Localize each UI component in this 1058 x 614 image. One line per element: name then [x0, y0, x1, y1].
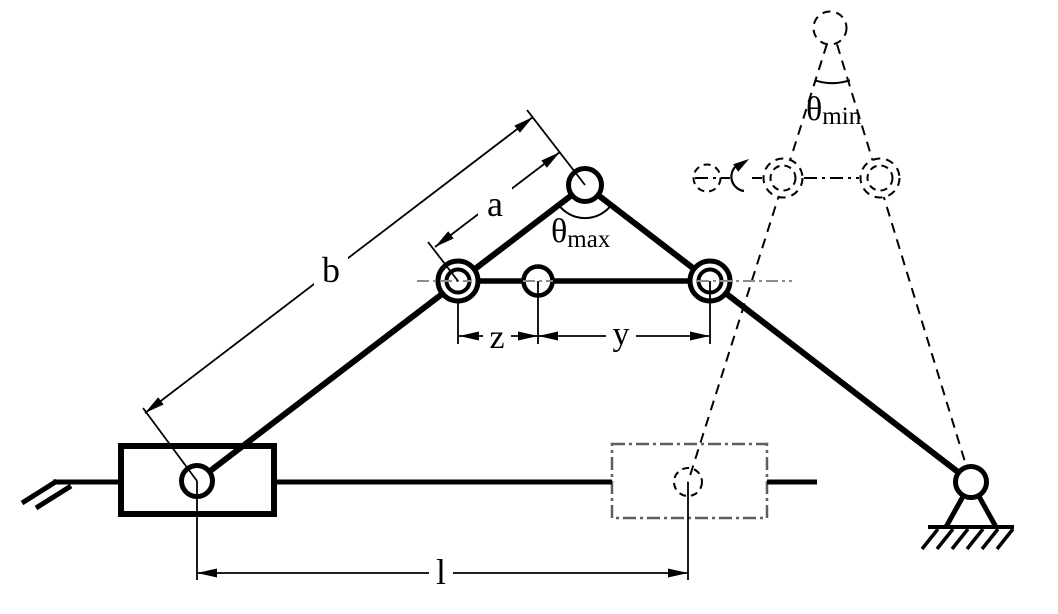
folded-configuration-links	[687, 43, 968, 483]
ghost-right-joint-inner	[866, 164, 894, 192]
dimension-arrowheads	[145, 117, 710, 578]
link-apex-to-ground-pivot	[583, 182, 973, 485]
rail-ground-slash-1	[20, 478, 59, 506]
rotation-arrowhead	[733, 159, 749, 172]
arrowhead-y-right	[690, 331, 710, 341]
arrowhead-y-left	[538, 331, 558, 341]
arrowhead-a-low	[435, 231, 454, 247]
label-mask-a	[478, 184, 512, 220]
label-y: y	[613, 316, 630, 353]
main-links	[195, 182, 973, 485]
dimension-labels: a b z y l θmax θmin	[314, 91, 862, 592]
arrowhead-z-left	[459, 331, 479, 341]
label-z: z	[489, 319, 504, 356]
folded-configuration-joints	[673, 10, 901, 497]
arrowhead-z-right	[518, 331, 538, 341]
label-theta-max: θmax	[551, 213, 611, 253]
label-b: b	[322, 250, 340, 290]
angle-arcs	[557, 79, 851, 220]
label-theta-min: θmin	[806, 91, 862, 130]
arrowhead-l-right	[668, 568, 688, 578]
ext-left-joint-diagonal	[427, 241, 459, 282]
link-slider-to-apex	[195, 182, 587, 484]
label-l: l	[436, 552, 446, 592]
label-mask-z	[483, 319, 511, 353]
guide-rail	[20, 478, 817, 511]
theta-min-arc	[814, 79, 851, 85]
label-a: a	[487, 184, 503, 224]
solid-configuration	[20, 166, 1015, 551]
arrowhead-a-high	[541, 152, 560, 168]
arrowhead-l-left	[197, 568, 217, 578]
ghost-left-joint-inner	[769, 164, 797, 192]
arrowhead-b-high	[514, 117, 533, 133]
rotation-arrow	[730, 159, 749, 193]
ground-hatching	[920, 527, 1015, 551]
arrowhead-b-low	[145, 397, 164, 413]
folded-link-apex-to-slider-pin	[687, 43, 828, 483]
folded-link-apex-to-ground-pivot	[836, 44, 968, 468]
label-mask-l	[429, 550, 453, 588]
rail-ground-slash-2	[34, 483, 73, 511]
ghost-apex-joint	[812, 10, 848, 46]
ghost-right-joint-outer	[859, 157, 901, 199]
ghost-slider-pin-joint	[673, 467, 703, 497]
ground-pivot-joint	[953, 464, 989, 500]
label-mask-b	[314, 250, 348, 288]
label-mask-y	[606, 318, 636, 354]
theta-max-arc	[557, 204, 613, 220]
ghost-left-joint-outer	[762, 157, 804, 199]
ext-apex-diagonal	[526, 109, 586, 186]
ext-slider-diagonal	[142, 407, 198, 482]
ghost-slider-block	[610, 442, 769, 520]
